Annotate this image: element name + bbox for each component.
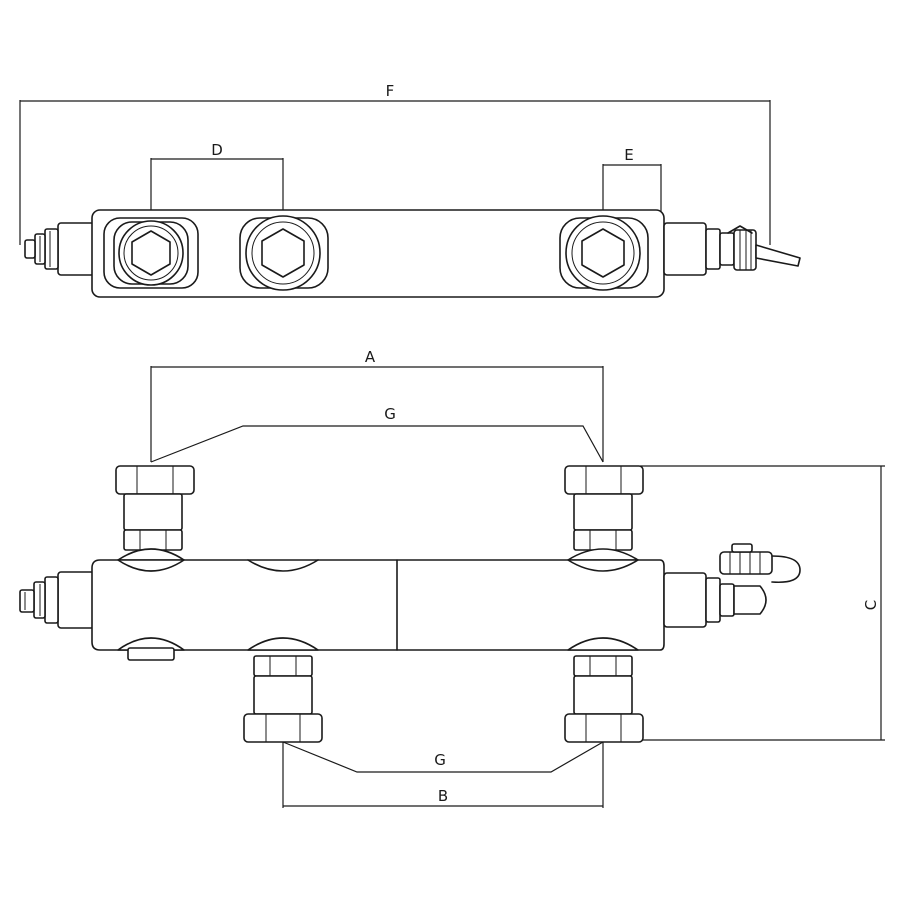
dimension-f: F xyxy=(19,82,771,245)
upper-left-connection xyxy=(115,465,195,561)
top-left-end-cap xyxy=(24,222,95,276)
front-view: A G C G B xyxy=(19,348,885,808)
lower-right-connection xyxy=(564,655,644,743)
top-port-1 xyxy=(103,217,199,289)
front-left-end-cap xyxy=(19,571,95,629)
label-a: A xyxy=(365,348,376,366)
top-view: F D E xyxy=(19,82,801,298)
upper-right-connection xyxy=(564,465,644,561)
front-header-body xyxy=(91,559,665,651)
top-port-3 xyxy=(559,215,649,291)
label-c: C xyxy=(862,600,880,610)
top-right-end-cap xyxy=(663,222,801,276)
label-g-bottom: G xyxy=(434,751,446,769)
top-port-2 xyxy=(239,215,329,291)
dimension-c: C xyxy=(640,465,885,741)
label-b: B xyxy=(438,787,448,805)
label-g-top: G xyxy=(384,405,396,423)
front-right-end-cap xyxy=(663,543,801,628)
dimension-a: A xyxy=(150,348,604,462)
label-f: F xyxy=(386,82,395,100)
lower-left-connection xyxy=(243,655,323,743)
drain-plug xyxy=(127,647,175,661)
label-d: D xyxy=(211,141,223,159)
leader-g-bottom: G xyxy=(282,741,604,773)
dimension-b: B xyxy=(282,742,604,808)
leader-g-top: G xyxy=(150,405,604,463)
label-e: E xyxy=(624,146,633,164)
